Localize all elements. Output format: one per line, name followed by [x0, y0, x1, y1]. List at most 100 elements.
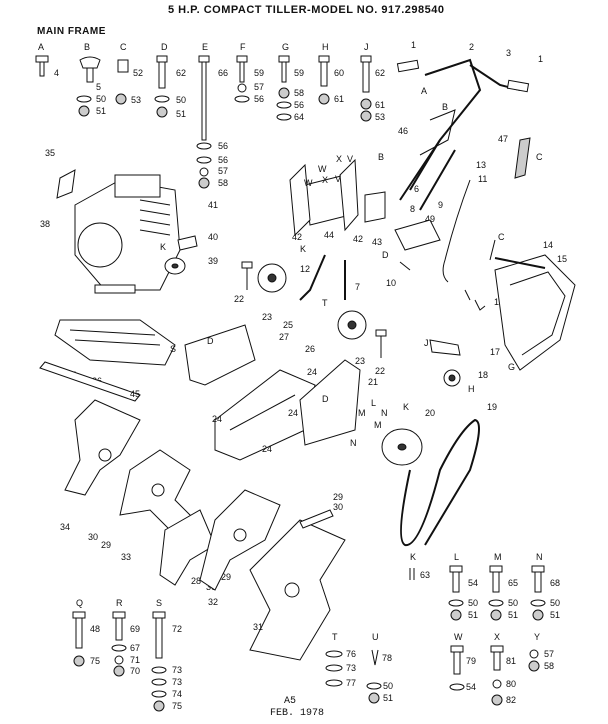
hw-label-N-0: 68 [550, 578, 560, 588]
callout-22a: 22 [234, 294, 244, 304]
hw-letter-S: S [156, 598, 162, 608]
callout-21: 21 [368, 377, 378, 387]
callout-J: J [424, 338, 429, 348]
hw-label-S-1: 73 [172, 665, 182, 675]
hw-letter-J: J [364, 42, 369, 52]
engine: 38 41 40 39 K [40, 174, 218, 294]
callout-20: 20 [425, 408, 435, 418]
hw-letter-F: F [240, 42, 246, 52]
callout-33: 33 [121, 552, 131, 562]
hw-label-L-1: 50 [468, 598, 478, 608]
hw-label-E-3: 57 [218, 166, 228, 176]
hw-letter-Y: Y [534, 632, 540, 642]
callout-23b: 23 [355, 356, 365, 366]
hw-label-C-0: 52 [133, 68, 143, 78]
lockwasher-R [114, 655, 124, 665]
bolt-J-head [360, 55, 372, 63]
hw-letter-C: C [120, 42, 127, 52]
rod-12 [299, 254, 326, 301]
page-title: 5 H.P. COMPACT TILLER-MODEL NO. 917.2985… [168, 4, 445, 16]
frame-plates: 43 42 44 42 W X V W X V K [289, 154, 386, 254]
wheel-23a-hub [267, 273, 277, 283]
cable-11 [442, 179, 471, 283]
washer-B [76, 95, 92, 103]
callout-44: 44 [324, 230, 334, 240]
hw-label-U-1: 50 [383, 681, 393, 691]
flap-45 [39, 361, 141, 402]
bolt-E [201, 61, 207, 141]
nut-G [278, 87, 290, 99]
callout-12: 12 [300, 264, 310, 274]
callout-41: 41 [208, 200, 218, 210]
hw-letter-M: M [494, 552, 502, 562]
callout-46: 46 [398, 126, 408, 136]
bolt-D [158, 61, 166, 89]
hw-label-W-1: 54 [466, 682, 476, 692]
callout-40: 40 [208, 232, 218, 242]
callout-N1: N [350, 438, 357, 448]
hw-label-E-4: 58 [218, 178, 228, 188]
callout-30c: 30 [333, 502, 343, 512]
hw-label-T-2: 77 [346, 678, 356, 688]
bolt-H-head [318, 55, 330, 63]
guard-rod-14 [494, 257, 546, 269]
hw-label-L-0: 54 [468, 578, 478, 588]
callout-6: 6 [414, 184, 419, 194]
hw-label-N-2: 51 [550, 610, 560, 620]
hw-label-X-1: 80 [506, 679, 516, 689]
callout-49: 49 [425, 214, 435, 224]
callout-28: 28 [191, 576, 201, 586]
hw-label-G-2: 56 [294, 100, 304, 110]
callout-24c: 24 [262, 444, 272, 454]
washer-E2 [196, 156, 212, 164]
callout-G: G [508, 362, 515, 372]
callout-34: 34 [60, 522, 70, 532]
callout-18: 18 [478, 370, 488, 380]
bolt-W [453, 651, 461, 675]
tine-33-hub [151, 483, 165, 497]
transmission-case-rib [229, 394, 296, 431]
callout-22b: 22 [375, 366, 385, 376]
hw-letter-Q: Q [76, 598, 83, 608]
callout-19: 19 [487, 402, 497, 412]
hw-letter-X: X [494, 632, 500, 642]
hardware-bottom-right: K 63 L 54 50 51 M 65 50 51 N 68 50 51 [409, 552, 560, 621]
callout-K3: K [403, 402, 409, 412]
hw-label-R-2: 71 [130, 655, 140, 665]
callout-D2: D [382, 250, 389, 260]
hw-label-R-0: 69 [130, 624, 140, 634]
callout-47: 47 [498, 134, 508, 144]
nut-C [115, 93, 127, 105]
pulley-20-hub [397, 443, 407, 451]
callout-X1: X [336, 154, 342, 164]
callout-30a: 30 [88, 532, 98, 542]
washer-G1 [276, 101, 292, 109]
callout-T: T [322, 298, 328, 308]
washer-U [366, 682, 382, 690]
bolt-L [452, 571, 460, 593]
hw-letter-D: D [161, 42, 168, 52]
hw-label-N-1: 50 [550, 598, 560, 608]
washer-T2 [325, 664, 343, 672]
hw-label-Y-1: 58 [544, 661, 554, 671]
engine-recoil [77, 222, 123, 268]
bolt-X [493, 651, 501, 671]
print-date: FEB. 1978 [270, 708, 325, 719]
hw-label-G-3: 64 [294, 112, 304, 122]
callout-C: C [536, 152, 543, 162]
belt-guard-inner [509, 271, 566, 356]
bolt-G-head [278, 55, 290, 63]
callout-43: 43 [372, 237, 382, 247]
handle-lever-46 [419, 109, 456, 156]
callout-9: 9 [438, 200, 443, 210]
decal-35 [56, 169, 76, 199]
hw-label-D-0: 62 [176, 68, 186, 78]
tine-bolt-29 [299, 509, 334, 529]
hw-letter-H: H [322, 42, 329, 52]
hw-letter-N: N [536, 552, 543, 562]
nut-X [491, 694, 503, 706]
nut-J2 [360, 110, 372, 122]
spring-16 [464, 289, 486, 311]
nut-H [318, 93, 330, 105]
hw-label-T-0: 76 [346, 649, 356, 659]
